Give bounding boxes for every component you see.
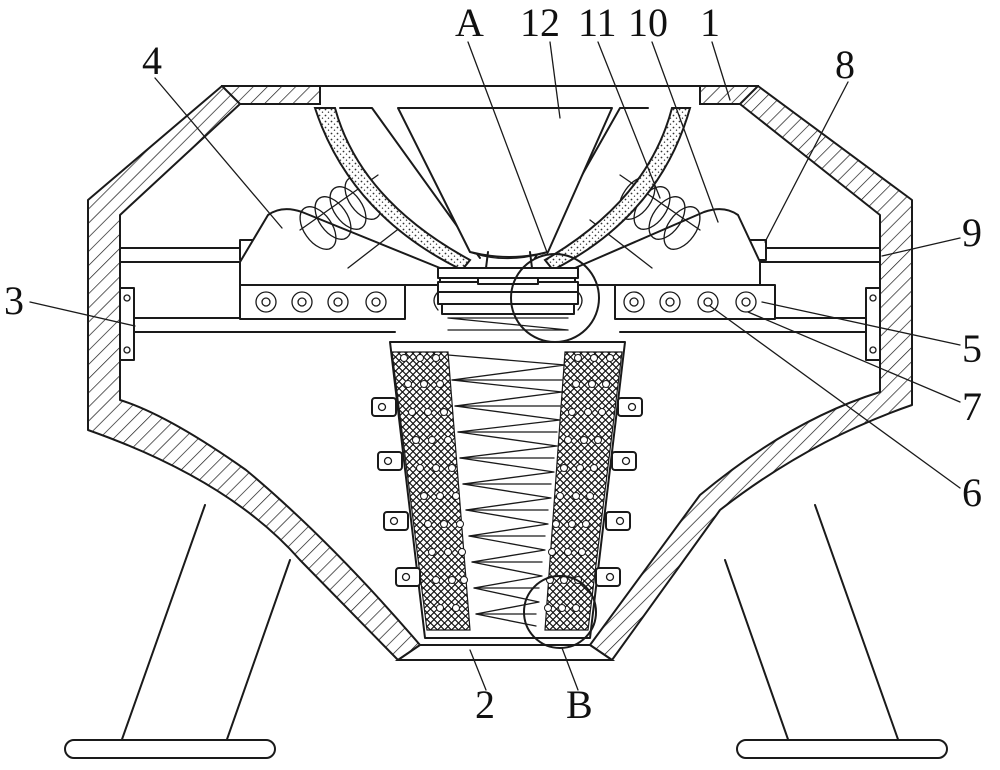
housing-right-wall (589, 85, 913, 661)
label-5: 5 (962, 326, 982, 371)
label-7: 7 (962, 384, 982, 429)
label-8: 8 (835, 42, 855, 87)
label-2: 2 (475, 682, 495, 727)
left-inner-leg (224, 559, 291, 746)
cone-side-lugs (371, 397, 643, 587)
outlet-base (394, 644, 616, 661)
label-6: 6 (962, 470, 982, 515)
left-baffle (313, 107, 472, 272)
crushing-cone (389, 341, 626, 639)
label-12: 12 (520, 0, 560, 45)
center-head (433, 267, 583, 315)
label-3: 3 (4, 278, 24, 323)
label-a: A (455, 0, 484, 45)
detail-circle-a (510, 253, 600, 343)
hopper (397, 107, 613, 269)
label-9: 9 (962, 210, 982, 255)
label-b: B (566, 682, 593, 727)
label-11: 11 (578, 0, 617, 45)
housing-left-wall (87, 85, 421, 661)
center-spring (447, 317, 569, 343)
right-inner-leg (724, 559, 791, 746)
left-outer-leg (119, 504, 206, 746)
right-foot-pad (736, 739, 948, 759)
label-10: 10 (628, 0, 668, 45)
left-foot-pad (64, 739, 276, 759)
support-legs (64, 504, 948, 759)
right-outer-leg (814, 504, 901, 746)
detail-circle-b (523, 575, 597, 649)
label-1: 1 (700, 0, 720, 45)
housing (87, 85, 913, 661)
leader-lines (29, 41, 961, 691)
reference-labels: 4 A 12 11 10 1 8 9 3 5 7 6 2 B (4, 0, 982, 727)
label-4: 4 (142, 38, 162, 83)
